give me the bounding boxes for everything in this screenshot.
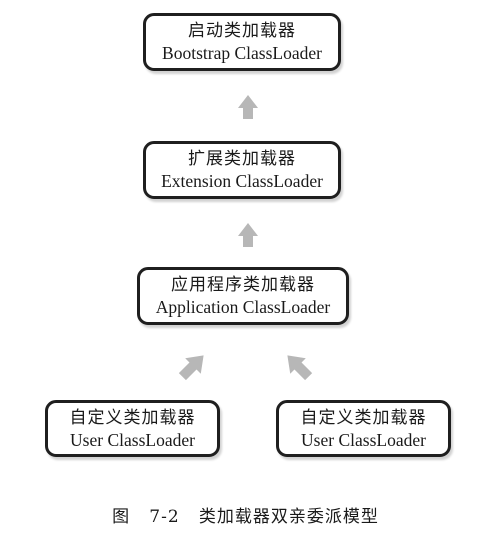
node-title: 自定义类加载器 xyxy=(69,407,196,428)
node-title: 应用程序类加载器 xyxy=(171,275,315,295)
node-title: 自定义类加载器 xyxy=(300,407,427,428)
node-title: 启动类加载器 xyxy=(188,21,296,41)
application-classloader-node: 应用程序类加载器 Application ClassLoader xyxy=(137,267,349,325)
node-subtitle: Application ClassLoader xyxy=(155,297,331,317)
user-classloader-node-left: 自定义类加载器 User ClassLoader xyxy=(45,400,220,457)
arrow-application-to-extension xyxy=(238,223,258,247)
arrow-user-right-to-application xyxy=(287,355,313,381)
node-subtitle: Bootstrap ClassLoader xyxy=(162,43,322,63)
node-subtitle: Extension ClassLoader xyxy=(161,171,323,191)
arrow-extension-to-bootstrap xyxy=(238,95,258,119)
node-title: 扩展类加载器 xyxy=(188,149,296,169)
node-subtitle: User ClassLoader xyxy=(301,429,426,450)
figure-caption: 图 7-2 类加载器双亲委派模型 xyxy=(112,507,379,527)
user-classloader-node-right: 自定义类加载器 User ClassLoader xyxy=(276,400,451,457)
node-subtitle: User ClassLoader xyxy=(70,429,195,450)
bootstrap-classloader-node: 启动类加载器 Bootstrap ClassLoader xyxy=(143,13,341,71)
arrow-user-left-to-application xyxy=(178,355,204,381)
extension-classloader-node: 扩展类加载器 Extension ClassLoader xyxy=(143,141,341,199)
